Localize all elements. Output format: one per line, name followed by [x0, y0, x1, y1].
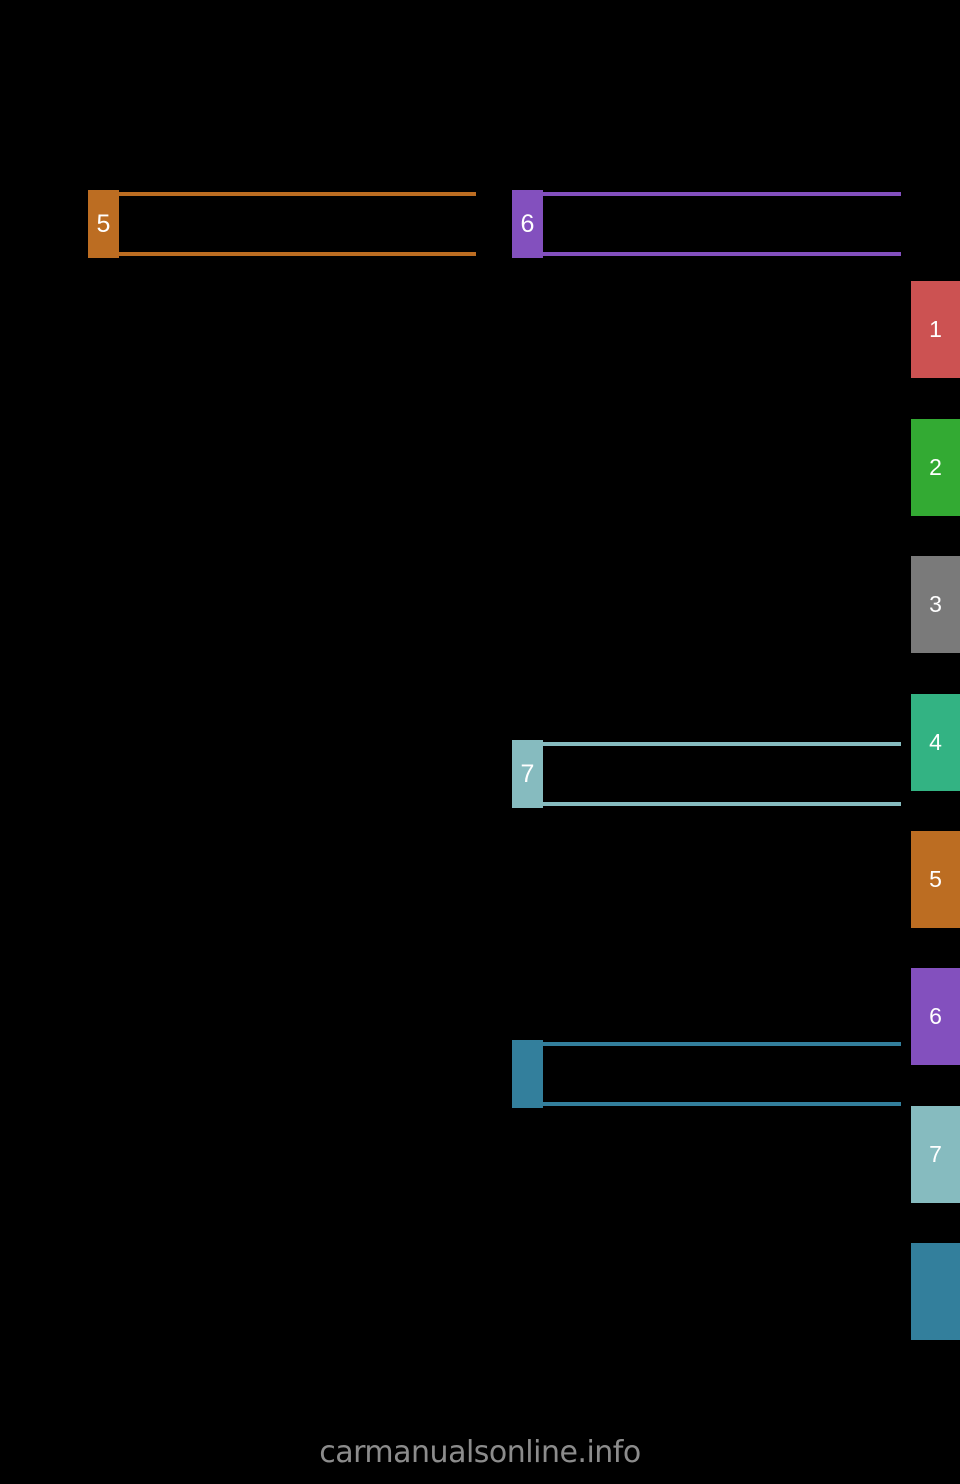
section-rules-7	[543, 740, 901, 808]
section-rules-5	[119, 190, 476, 258]
section-rule-bottom-8	[543, 1102, 901, 1106]
section-rule-top-5	[119, 192, 476, 196]
section-rules-8	[543, 1040, 901, 1108]
edge-tab-7[interactable]: 7	[911, 1106, 960, 1203]
section-header-8	[512, 1040, 901, 1108]
section-tab-6-number: 6	[512, 190, 543, 258]
section-rule-top-6	[543, 192, 901, 196]
edge-tab-4[interactable]: 4	[911, 694, 960, 791]
section-tab-8-number	[512, 1040, 543, 1108]
section-tab-7-number: 7	[512, 740, 543, 808]
section-rule-top-7	[543, 742, 901, 746]
section-rule-bottom-5	[119, 252, 476, 256]
edge-tab-6[interactable]: 6	[911, 968, 960, 1065]
section-tab-5-number: 5	[88, 190, 119, 258]
section-rule-bottom-7	[543, 802, 901, 806]
section-body-right-7	[512, 825, 901, 1025]
section-body-right-6	[512, 275, 901, 725]
section-rules-6	[543, 190, 901, 258]
section-body-right-8	[512, 1125, 901, 1325]
edge-tab-2[interactable]: 2	[911, 419, 960, 516]
section-rule-top-8	[543, 1042, 901, 1046]
edge-tab-8[interactable]	[911, 1243, 960, 1340]
watermark-text: carmanualsonline.info	[319, 1435, 641, 1470]
section-rule-bottom-6	[543, 252, 901, 256]
section-header-6: 6	[512, 190, 901, 258]
section-header-5: 5	[88, 190, 476, 258]
edge-tab-5[interactable]: 5	[911, 831, 960, 928]
edge-tab-1[interactable]: 1	[911, 281, 960, 378]
section-body-left	[88, 275, 476, 715]
edge-tab-3[interactable]: 3	[911, 556, 960, 653]
section-header-7: 7	[512, 740, 901, 808]
section-tab-strip: 1 2 3 4 5 6 7	[911, 0, 960, 1484]
